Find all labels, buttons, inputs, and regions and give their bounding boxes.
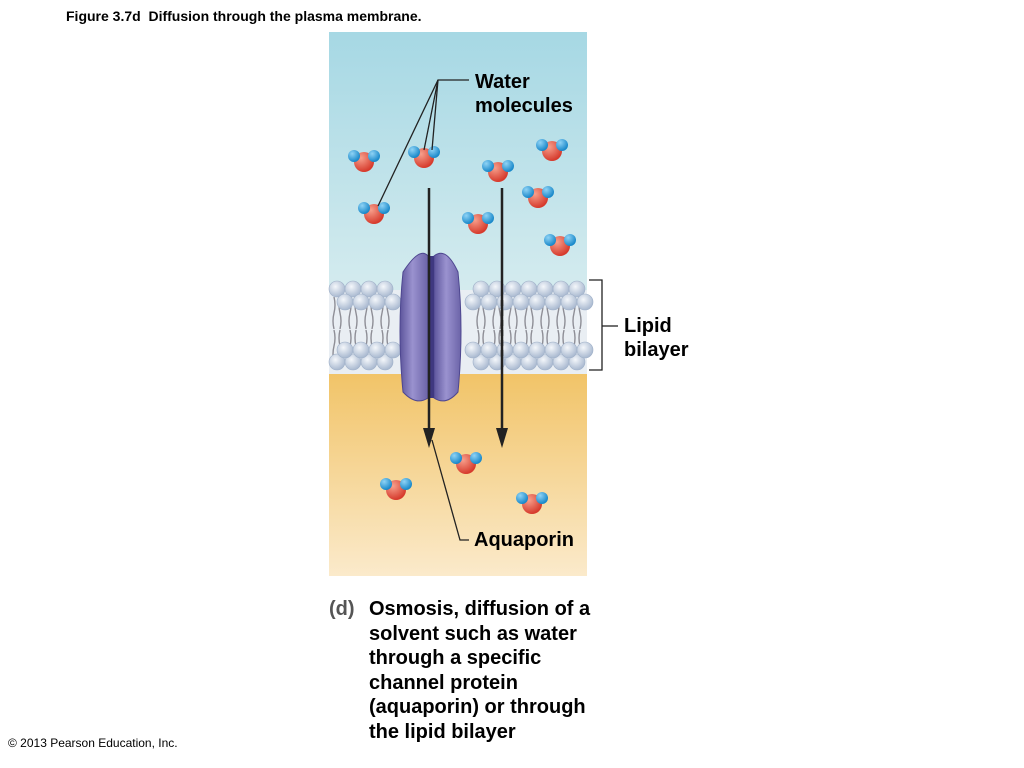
caption-line-4: channel protein <box>369 671 518 694</box>
aquaporin-protein <box>399 252 462 402</box>
intracellular-fluid <box>329 370 587 576</box>
leader-lines <box>377 79 618 541</box>
caption-line-5: (aquaporin) or through <box>369 696 586 718</box>
osmosis-arrows <box>423 188 508 448</box>
water-molecules-label: Water molecules <box>475 71 573 117</box>
caption-line-3: through a specific <box>369 647 542 669</box>
lipid-bilayer-label: Lipid bilayer <box>624 315 689 361</box>
caption-line-6: the lipid bilayer <box>369 720 516 743</box>
aquaporin-label: Aquaporin <box>474 529 574 551</box>
caption-letter: (d) <box>329 598 355 620</box>
caption-line-2: solvent such as water <box>369 622 577 645</box>
figure-title: Figure 3.7d Diffusion through the plasma… <box>66 8 422 24</box>
caption-term: Osmosis, <box>369 598 460 620</box>
copyright-notice: © 2013 Pearson Education, Inc. <box>8 736 178 750</box>
caption-line-1: diffusion of a <box>459 598 591 620</box>
figure-caption: (d) Osmosis, diffusion of a solvent such… <box>329 597 629 744</box>
